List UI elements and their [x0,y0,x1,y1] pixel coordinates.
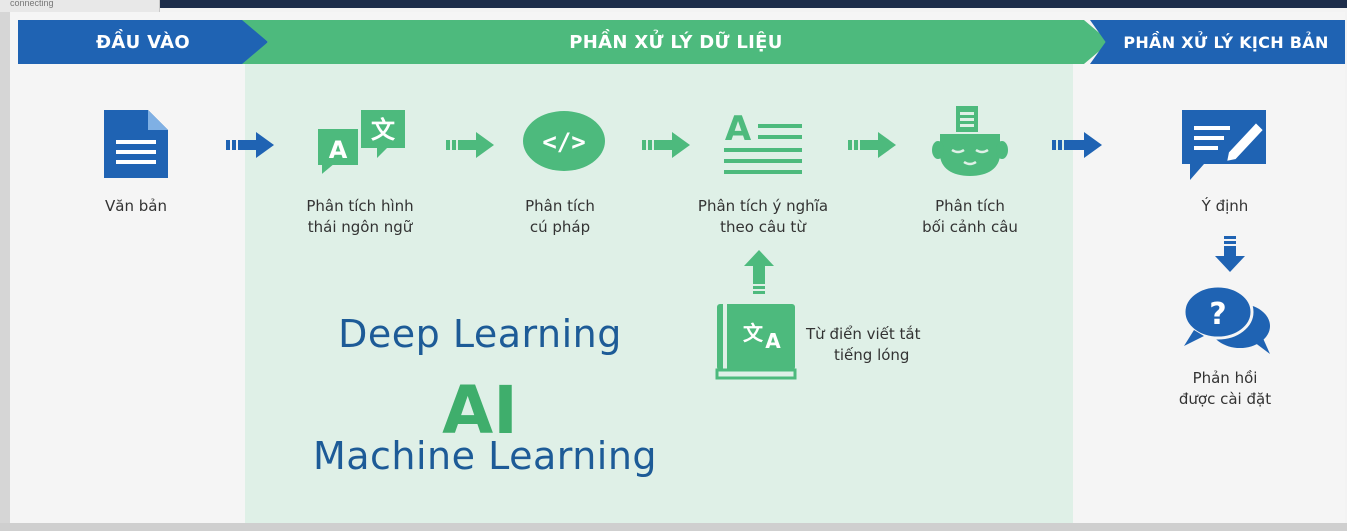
node-text: Văn bản [105,197,167,215]
node-semantic-line2: theo câu từ [720,218,806,236]
node-dictionary-line2: tiếng lóng [834,346,910,364]
code-icon: </> [523,111,605,171]
node-syntax-line2: cú pháp [529,218,591,236]
node-morphology: Phân tích hình thái ngôn ngữ [280,196,440,238]
node-response-line2: được cài đặt [1178,390,1272,408]
slide-canvas: ĐẦU VÀO PHẦN XỬ LÝ DỮ LIỆU PHẦN XỬ LÝ KỊ… [10,12,1345,526]
arrow-right-icon [1052,132,1102,158]
ai-label: AI [442,372,518,449]
text-lines-icon: A [724,109,802,174]
node-intent: Ý định [1201,197,1249,215]
deep-learning-label: Deep Learning [338,312,622,356]
arrow-right-icon [642,132,690,158]
node-semantic: Phân tích ý nghĩa theo câu từ [670,196,856,238]
translate-a-glyph: A [329,136,348,164]
window-top-bar [160,0,1347,8]
node-response-line1: Phản hồi [1192,369,1258,387]
arrow-down-icon [1215,236,1245,272]
chat-edit-icon [1182,110,1266,180]
bottom-edge [0,523,1347,531]
dictionary-book-icon: 文 A [715,304,797,380]
left-edge [0,12,10,531]
question-glyph: ? [1209,297,1226,332]
node-morphology-line1: Phân tích hình [306,197,414,215]
document-icon [104,110,168,178]
header-input: ĐẦU VÀO [18,20,268,64]
status-text: connecting [10,0,54,8]
header-script: PHẦN XỬ LÝ KỊCH BẢN [1090,20,1345,64]
dictionary-zh-glyph: 文 [743,321,764,345]
node-dictionary-line1: Từ điển viết tắt [806,325,921,343]
arrow-right-icon [446,132,494,158]
status-tab: connecting [0,0,160,12]
translate-icon: 文 A [316,110,405,178]
text-lines-a-glyph: A [725,109,752,149]
node-response: Phản hồi được cài đặt [1150,368,1300,410]
arrow-right-icon [226,132,274,158]
node-syntax: Phân tích cú pháp [490,196,630,238]
node-context: Phân tích bối cảnh câu [890,196,1050,238]
header-processing: PHẦN XỬ LÝ DỮ LIỆU [242,20,1110,64]
question-chat-icon: ? [1182,284,1270,354]
arrow-right-icon [848,132,896,158]
arrow-up-icon [744,250,774,294]
node-syntax-line1: Phân tích [525,197,595,215]
node-context-line1: Phân tích [935,197,1005,215]
node-morphology-line2: thái ngôn ngữ [307,218,413,236]
dictionary-a-glyph: A [765,329,781,353]
head-thinking-icon [932,106,1008,176]
code-glyph: </> [542,128,585,156]
node-dictionary: Từ điển viết tắt tiếng lóng [806,324,956,366]
node-context-line2: bối cảnh câu [922,218,1018,236]
machine-learning-label: Machine Learning [312,434,658,478]
translate-zh-glyph: 文 [371,116,396,144]
node-semantic-line1: Phân tích ý nghĩa [697,197,829,215]
